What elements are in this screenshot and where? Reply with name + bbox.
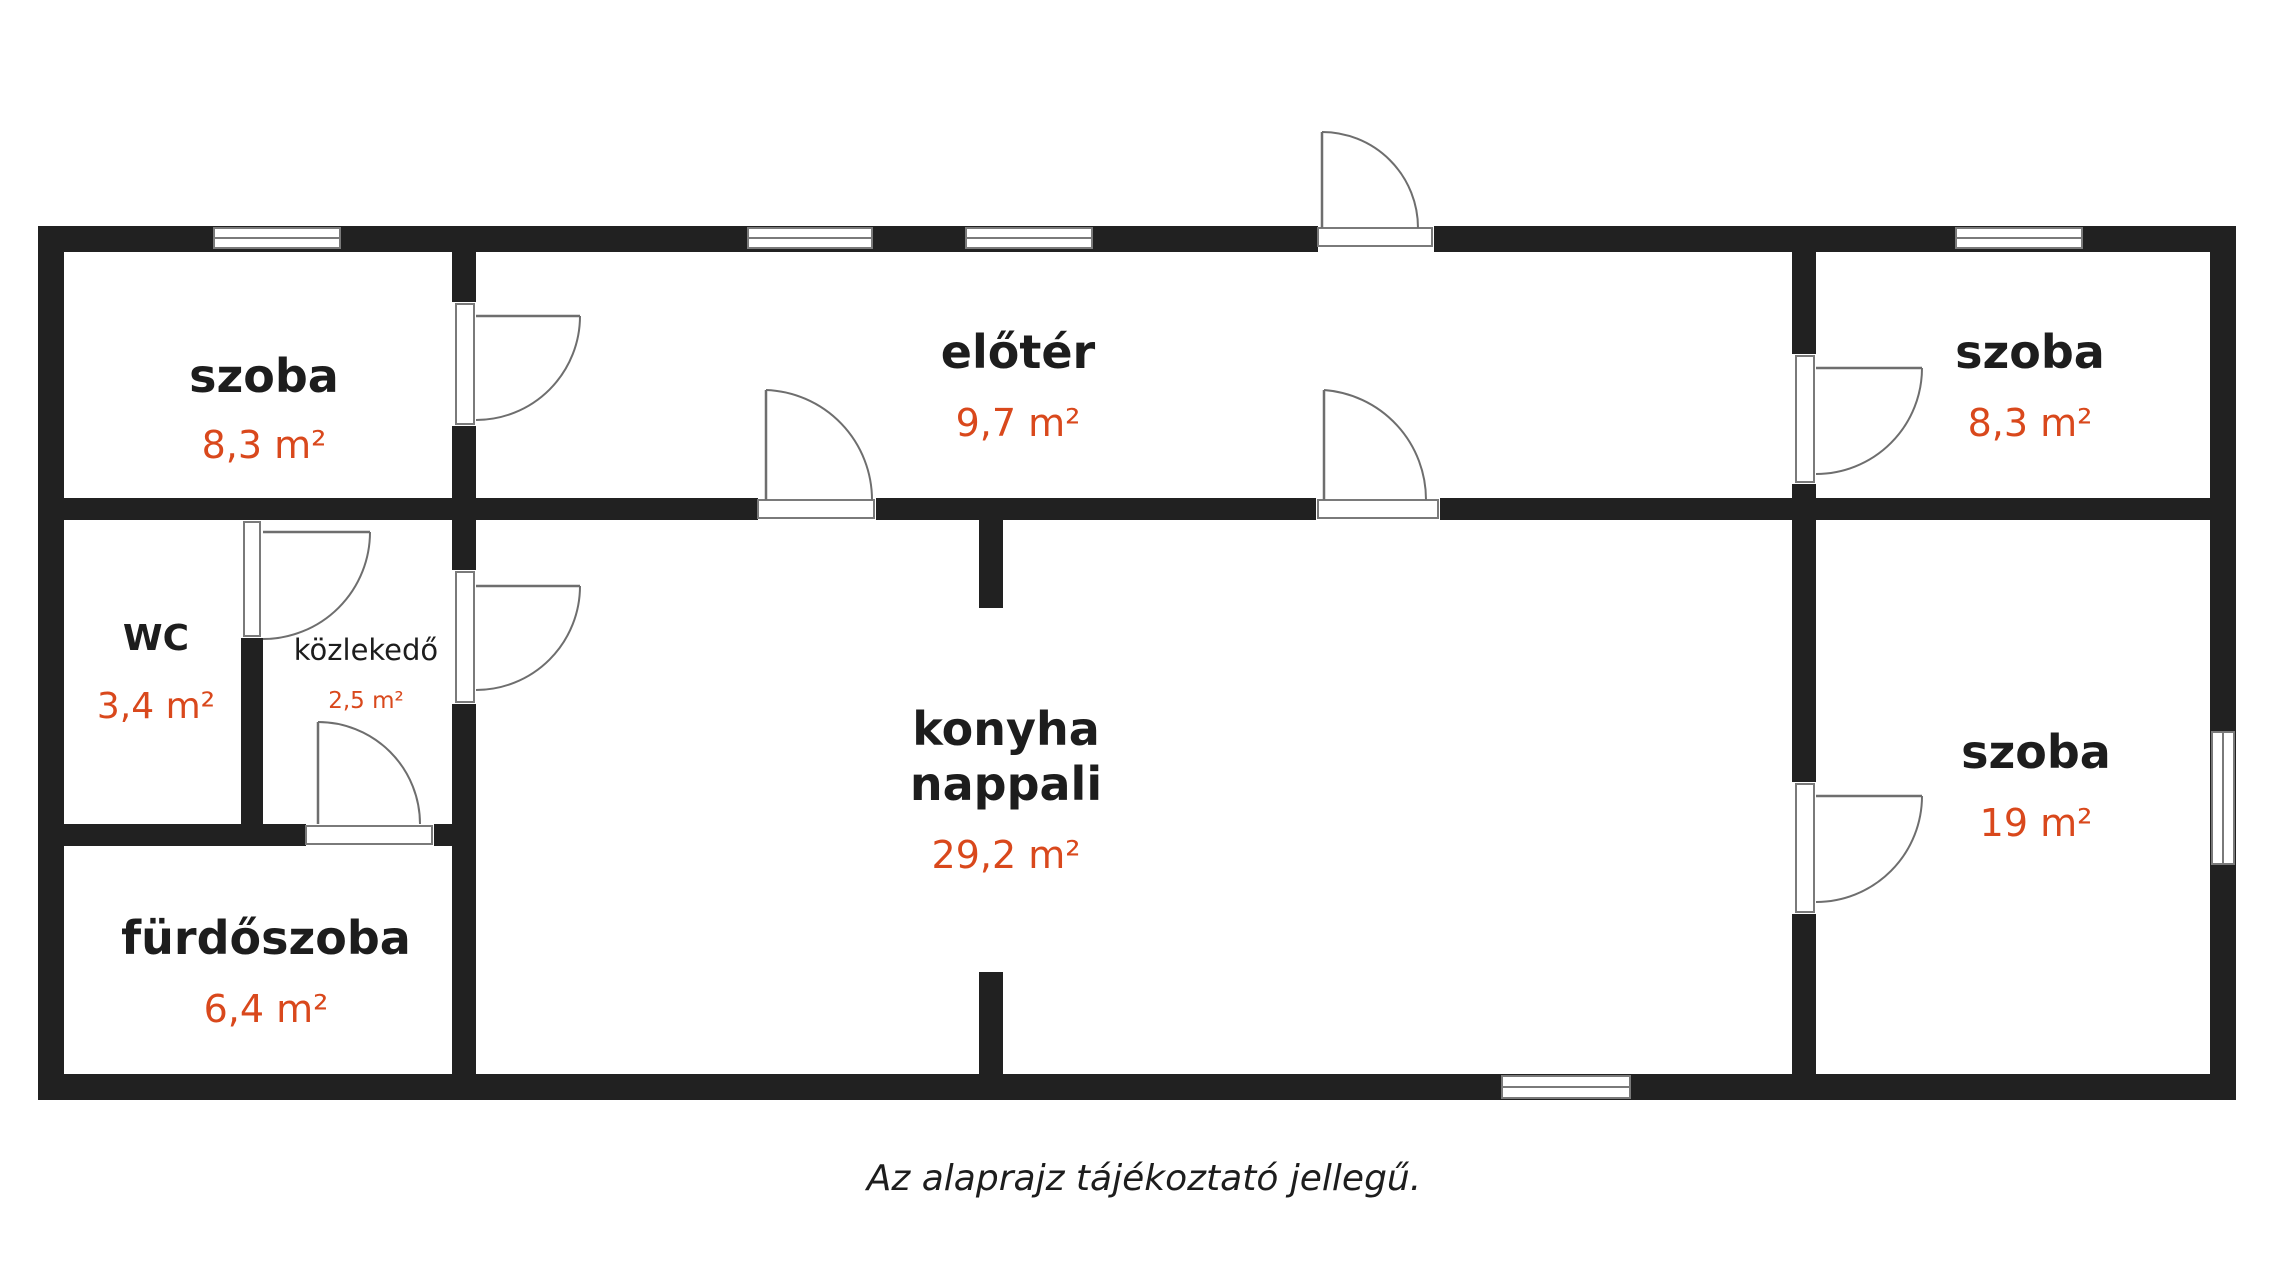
window-top-3 bbox=[965, 227, 1093, 249]
outer-wall-left bbox=[38, 226, 64, 1100]
outer-wall-top bbox=[38, 226, 2236, 252]
wall-horizontal-middle bbox=[38, 498, 2236, 520]
door-hall-kitchen-2 bbox=[1317, 389, 1439, 519]
room-name-kozlekedo: közlekedő bbox=[294, 633, 438, 667]
doors bbox=[243, 131, 1923, 913]
plan-caption: Az alaprajz tájékoztató jellegű. bbox=[865, 1158, 1421, 1199]
room-area-wc: 3,4 m² bbox=[97, 686, 215, 727]
room-name-szoba-right: szoba bbox=[1961, 725, 2111, 779]
room-area-konyha-nappali: 29,2 m² bbox=[932, 833, 1081, 877]
window-right bbox=[2211, 731, 2235, 865]
room-name-szoba-top-right: szoba bbox=[1955, 325, 2105, 379]
door-hall-room-left bbox=[455, 303, 581, 425]
room-area-eloter: 9,7 m² bbox=[956, 401, 1081, 445]
room-area-szoba-top-left: 8,3 m² bbox=[202, 423, 327, 467]
door-hall-room-right bbox=[1795, 355, 1923, 483]
window-top-1 bbox=[213, 227, 341, 249]
door-kitchen-room-right bbox=[1795, 783, 1923, 913]
room-area-furdoszoba: 6,4 m² bbox=[204, 987, 329, 1031]
room-area-szoba-top-right: 8,3 m² bbox=[1968, 401, 2093, 445]
door-hall-kitchen-1 bbox=[757, 389, 875, 519]
window-top-2 bbox=[747, 227, 873, 249]
door-entrance bbox=[1317, 131, 1433, 247]
outer-wall-right bbox=[2210, 226, 2236, 1100]
outer-wall-bottom bbox=[38, 1074, 2236, 1100]
room-name-wc: WC bbox=[123, 618, 189, 659]
windows bbox=[213, 227, 2235, 1099]
room-name-szoba-top-left: szoba bbox=[189, 349, 339, 403]
wall-stub-bottom bbox=[979, 972, 1003, 1076]
wall-stub-top bbox=[979, 520, 1003, 608]
room-name-eloter: előtér bbox=[941, 325, 1096, 379]
room-labels: szoba 8,3 m² előtér 9,7 m² szoba 8,3 m² … bbox=[97, 325, 2111, 1031]
room-area-kozlekedo: 2,5 m² bbox=[328, 688, 404, 714]
room-name-furdoszoba: fürdőszoba bbox=[121, 911, 411, 965]
door-corridor-bathroom bbox=[305, 721, 433, 845]
room-name-konyha: konyha bbox=[912, 702, 1099, 756]
room-area-szoba-right: 19 m² bbox=[1980, 801, 2093, 845]
window-top-4 bbox=[1955, 227, 2083, 249]
door-kitchen-corridor bbox=[455, 571, 581, 703]
door-corridor-wc bbox=[243, 521, 371, 640]
room-name-nappali: nappali bbox=[910, 757, 1102, 811]
window-bottom bbox=[1501, 1075, 1631, 1099]
